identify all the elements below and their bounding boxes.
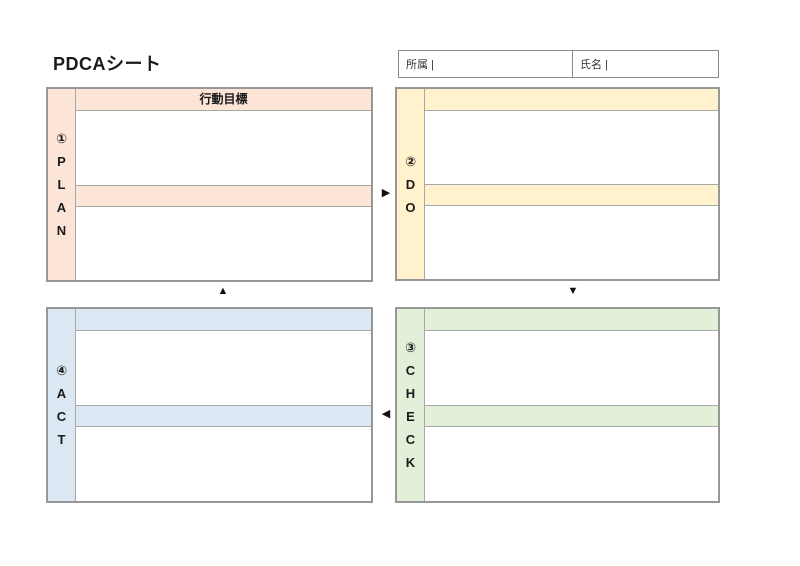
check-quadrant: ③ C H E C K (395, 307, 720, 503)
do-header (425, 89, 718, 111)
check-divider-band (425, 405, 718, 427)
check-header (425, 309, 718, 331)
act-content (76, 309, 371, 501)
arrow-left-icon: ◀ (381, 408, 391, 420)
check-vertical-label: ③ C H E C K (397, 309, 425, 501)
act-divider-band (76, 405, 371, 427)
name-field[interactable]: 氏名 | (573, 51, 718, 77)
plan-input-cell-bottom[interactable] (76, 206, 371, 280)
plan-content: 行動目標 (76, 89, 371, 280)
header-info-table: 所属 | 氏名 | (398, 50, 719, 78)
arrow-down-icon: ▼ (567, 285, 579, 297)
page-title: PDCAシート (53, 54, 162, 74)
check-input-cell-bottom[interactable] (425, 427, 718, 501)
do-input-cell-top[interactable] (425, 111, 718, 184)
arrow-up-icon: ▲ (217, 285, 229, 297)
plan-header-action-goal: 行動目標 (76, 89, 371, 111)
do-vertical-label: ② D O (397, 89, 425, 279)
department-field[interactable]: 所属 | (399, 51, 573, 77)
act-quadrant: ④ A C T (46, 307, 373, 503)
do-content (425, 89, 718, 279)
plan-input-cell-top[interactable] (76, 111, 371, 185)
plan-quadrant: ① P L A N 行動目標 (46, 87, 373, 282)
plan-divider-band (76, 184, 371, 207)
act-input-cell-bottom[interactable] (76, 427, 371, 501)
do-input-cell-bottom[interactable] (425, 206, 718, 279)
department-field-label: 所属 | (406, 59, 434, 71)
act-header (76, 309, 371, 331)
do-divider-band (425, 184, 718, 206)
act-input-cell-top[interactable] (76, 331, 371, 405)
check-input-cell-top[interactable] (425, 331, 718, 405)
act-vertical-label: ④ A C T (48, 309, 76, 501)
name-field-label: 氏名 | (580, 59, 608, 71)
check-content (425, 309, 718, 501)
plan-vertical-label: ① P L A N (48, 89, 76, 280)
arrow-right-icon: ▶ (381, 187, 391, 199)
do-quadrant: ② D O (395, 87, 720, 281)
